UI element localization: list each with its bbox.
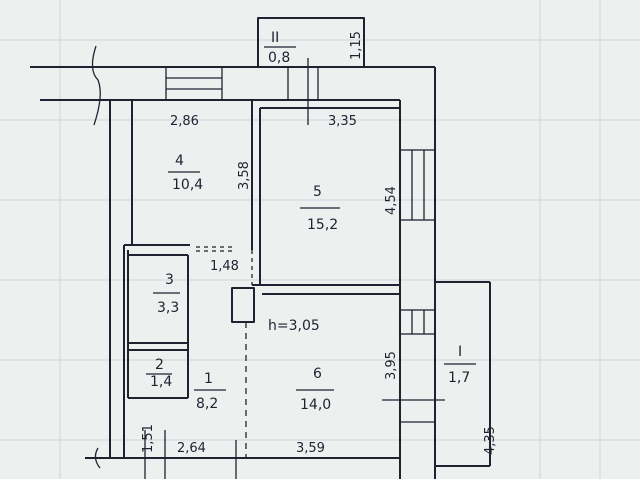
room-5-number: 5 bbox=[313, 184, 322, 200]
interior-walls bbox=[127, 100, 400, 479]
room-6-area: 14,0 bbox=[300, 397, 331, 413]
room-5-area: 15,2 bbox=[307, 217, 338, 233]
window-right-lower bbox=[382, 309, 445, 423]
room-4-number: 4 bbox=[175, 153, 184, 169]
balcony-ii bbox=[257, 17, 365, 125]
balcony-ii-area: 0,8 bbox=[268, 50, 290, 66]
dim-bottom-right: 3,59 bbox=[296, 441, 325, 456]
dim-bottom-left: 2,64 bbox=[177, 441, 206, 456]
room-1-area: 8,2 bbox=[196, 396, 218, 412]
room-2-area: 1,4 bbox=[150, 374, 172, 390]
room-2-number: 2 bbox=[155, 357, 164, 373]
window-top bbox=[165, 66, 223, 101]
ceiling-height: h=3,05 bbox=[268, 318, 320, 334]
room-1-number: 1 bbox=[204, 371, 213, 387]
balcony-i-area: 1,7 bbox=[448, 370, 470, 386]
break-mark bbox=[94, 447, 101, 469]
room-3-number: 3 bbox=[165, 272, 174, 288]
room-6-number: 6 bbox=[313, 366, 322, 382]
room-labels: 4 10,4 5 15,2 3 3,3 2 1,4 1 8,2 6 14,0 I… bbox=[146, 30, 476, 413]
balcony-i-number: I bbox=[458, 344, 462, 360]
dim-bottom-small: 1,51 bbox=[141, 424, 156, 453]
dim-room4-height: 3,58 bbox=[237, 161, 252, 190]
dim-top-right: 3,35 bbox=[328, 114, 357, 129]
dim-room6-height: 3,95 bbox=[384, 351, 399, 380]
balcony-ii-number: II bbox=[271, 30, 279, 46]
dim-balcony-ii: 1,15 bbox=[349, 31, 364, 60]
dimension-labels: 2,86 3,35 3,58 4,54 1,48 3,95 4,35 1,15 … bbox=[141, 31, 498, 456]
dim-corridor: 1,48 bbox=[210, 259, 239, 274]
dim-room5-height: 4,54 bbox=[384, 186, 399, 215]
room-3-area: 3,3 bbox=[157, 300, 179, 316]
dim-top-left: 2,86 bbox=[170, 114, 199, 129]
dim-balcony-i: 4,35 bbox=[483, 426, 498, 455]
balcony-i bbox=[435, 281, 491, 467]
break-mark bbox=[91, 45, 101, 126]
window-right-upper bbox=[399, 149, 436, 221]
room-4-area: 10,4 bbox=[172, 177, 203, 193]
exterior-walls bbox=[30, 45, 436, 479]
